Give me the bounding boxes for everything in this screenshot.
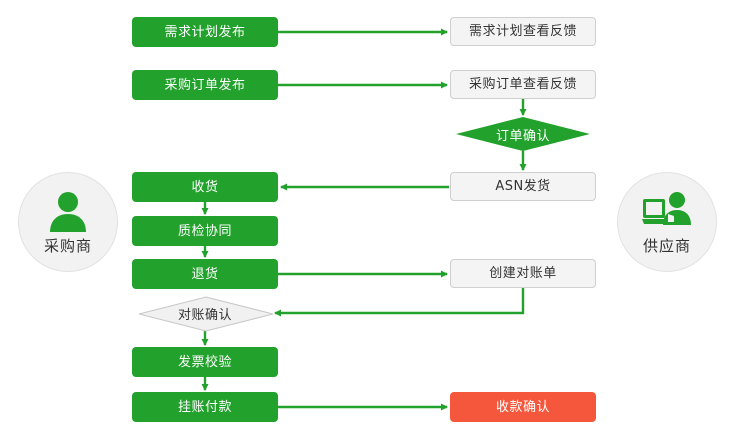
- node-purchase-order-publish[interactable]: 采购订单发布: [132, 70, 278, 100]
- node-asn-shipment[interactable]: ASN发货: [450, 172, 596, 201]
- node-create-reconciliation-statement[interactable]: 创建对账单: [450, 259, 596, 288]
- node-goods-receipt[interactable]: 收货: [132, 172, 278, 202]
- node-return-goods[interactable]: 退货: [132, 259, 278, 289]
- actor-buyer-label: 采购商: [43, 236, 92, 255]
- actor-supplier-label: 供应商: [642, 236, 691, 255]
- node-invoice-verification[interactable]: 发票校验: [132, 347, 278, 377]
- node-purchase-order-view-feedback[interactable]: 采购订单查看反馈: [450, 70, 596, 99]
- node-quality-inspection-collaboration[interactable]: 质检协同: [132, 216, 278, 246]
- node-payment-posting[interactable]: 挂账付款: [132, 392, 278, 422]
- node-demand-plan-view-feedback[interactable]: 需求计划查看反馈: [450, 17, 596, 46]
- diamond-shape-green: [456, 117, 590, 151]
- person-icon: [50, 191, 86, 232]
- actor-buyer: 采购商: [18, 172, 118, 272]
- person-with-computer-icon: [642, 191, 691, 225]
- edge-n10-n11: [274, 288, 525, 317]
- node-reconciliation-confirm[interactable]: 对账确认: [138, 296, 274, 332]
- node-order-confirm[interactable]: 订单确认: [456, 117, 590, 151]
- node-receipt-confirm[interactable]: 收款确认: [450, 392, 596, 422]
- actor-supplier: 供应商: [617, 172, 717, 272]
- node-demand-plan-publish[interactable]: 需求计划发布: [132, 17, 278, 47]
- diamond-shape-gray: [138, 296, 274, 332]
